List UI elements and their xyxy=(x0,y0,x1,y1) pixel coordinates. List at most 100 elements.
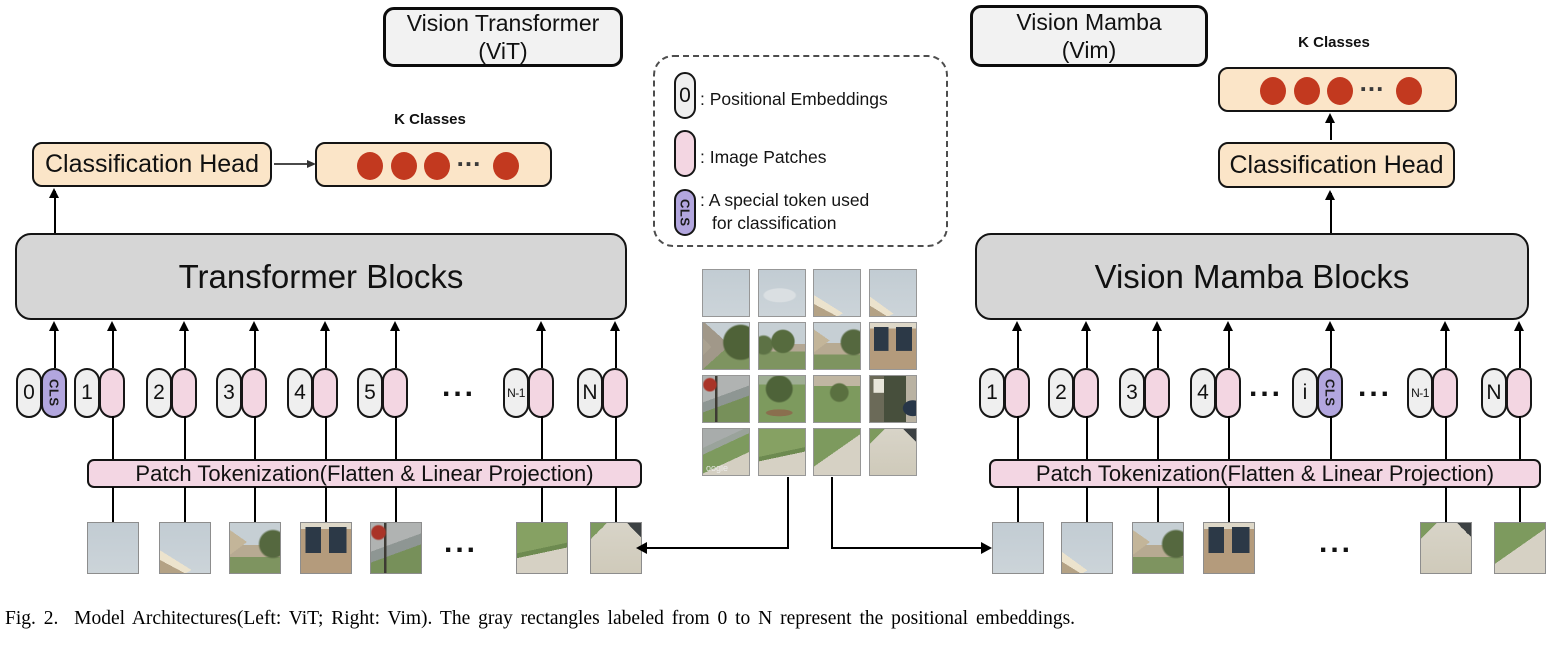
legend-positional-label: : Positional Embeddings xyxy=(700,89,888,109)
class-dot xyxy=(1327,77,1353,105)
patch-feed-line xyxy=(325,487,327,522)
token-input-arrowhead xyxy=(1081,321,1091,331)
positional-embedding-label: N xyxy=(582,381,598,404)
token-source-line xyxy=(1157,416,1159,459)
positional-embedding-pill: N xyxy=(1481,368,1507,418)
token-source-line xyxy=(541,416,543,459)
vim-token-pair: N xyxy=(1481,368,1532,418)
token-input-line xyxy=(325,330,327,368)
source-image-cell-sky-clouds xyxy=(758,269,806,317)
cls-label: CLS xyxy=(46,379,62,407)
image-feed-hline xyxy=(832,547,981,549)
positional-embedding-pill: 2 xyxy=(1048,368,1074,418)
vim-k-classes-label: K Classes xyxy=(1298,34,1370,51)
image-patch-thumbnail-grass-sidewalk-2 xyxy=(1494,522,1546,574)
vim-token-pair: i CLS xyxy=(1292,368,1343,418)
image-patch-thumbnail-brick-windows xyxy=(300,522,352,574)
source-image-cell-lawn-trees xyxy=(758,375,806,423)
token-input-line xyxy=(1445,330,1447,368)
image-patch-thumbnail-brick-windows xyxy=(1203,522,1255,574)
positional-embedding-pill: N-1 xyxy=(503,368,529,418)
token-input-line xyxy=(395,330,397,368)
image-feed-arrowhead xyxy=(981,542,992,554)
patch-feed-line xyxy=(541,487,543,522)
token-source-line xyxy=(112,416,114,459)
vim-token-row-ellipsis: ... xyxy=(1248,370,1283,403)
positional-embedding-label: 2 xyxy=(153,381,165,404)
positional-embedding-pill: N-1 xyxy=(1407,368,1433,418)
cls-label: CLS xyxy=(1322,379,1338,407)
image-patch-thumbnail-sidewalk-corner xyxy=(1420,522,1472,574)
vit-token-pair: 1 xyxy=(74,368,125,418)
head-to-kclasses-arrowhead xyxy=(307,159,316,168)
positional-embedding-label: 4 xyxy=(294,381,306,404)
token-input-arrowhead xyxy=(107,321,117,331)
patch-feed-line xyxy=(1157,487,1159,522)
source-image-cell-sky xyxy=(702,269,750,317)
source-image-cell-lawn-bushes xyxy=(813,375,861,423)
image-patch-thumbnail-sidewalk-corner xyxy=(590,522,642,574)
vit-patch-row-ellipsis: ... xyxy=(443,526,478,559)
class-dot xyxy=(1396,77,1422,105)
positional-embedding-pill: 1 xyxy=(979,368,1005,418)
vit-title-box: Vision Transformer (ViT) xyxy=(383,7,623,67)
token-input-line xyxy=(1519,330,1521,368)
token-input-arrowhead xyxy=(249,321,259,331)
image-patch-pill xyxy=(1004,368,1030,418)
vit-token-pair: 5 xyxy=(357,368,408,418)
vim-classification-head: Classification Head xyxy=(1218,142,1455,188)
token-source-line xyxy=(1086,416,1088,459)
vim-patch-tokenization: Patch Tokenization(Flatten & Linear Proj… xyxy=(989,459,1541,488)
source-image-cell-tree-houses xyxy=(758,322,806,370)
class-dot xyxy=(391,152,417,180)
source-image-cell-brick-windows xyxy=(869,322,917,370)
vim-token-pair: 3 xyxy=(1119,368,1170,418)
blocks-to-head-arrowhead xyxy=(1325,190,1335,200)
token-source-line xyxy=(615,416,617,459)
vim-title-box: Vision Mamba (Vim) xyxy=(970,5,1208,67)
class-dot xyxy=(424,152,450,180)
positional-embedding-label: 3 xyxy=(223,381,235,404)
token-input-line xyxy=(1017,330,1019,368)
token-source-line xyxy=(325,416,327,459)
positional-embedding-pill: 4 xyxy=(1190,368,1216,418)
class-dot xyxy=(1260,77,1286,105)
token-input-line xyxy=(1228,330,1230,368)
source-image-cell-house-car xyxy=(869,375,917,423)
token-source-line xyxy=(1017,416,1019,459)
image-patch-thumbnail-house-trees xyxy=(1132,522,1184,574)
vim-mamba-blocks: Vision Mamba Blocks xyxy=(975,233,1529,320)
patch-feed-line xyxy=(395,487,397,522)
image-patch-pill xyxy=(312,368,338,418)
image-patch-pill xyxy=(1506,368,1532,418)
vit-title-line1: Vision Transformer xyxy=(406,10,600,36)
positional-embedding-label: 2 xyxy=(1055,381,1067,404)
patch-feed-line xyxy=(254,487,256,522)
token-input-line xyxy=(1086,330,1088,368)
token-source-line xyxy=(254,416,256,459)
positional-embedding-pill: 4 xyxy=(287,368,313,418)
image-patch-pill xyxy=(602,368,628,418)
token-input-arrowhead xyxy=(390,321,400,331)
source-image-cell-street-grass-walk: oogle xyxy=(702,428,750,476)
image-patch-pill xyxy=(1432,368,1458,418)
vit-patch-tokenization: Patch Tokenization(Flatten & Linear Proj… xyxy=(87,459,642,488)
token-source-line xyxy=(395,416,397,459)
token-input-arrowhead xyxy=(320,321,330,331)
positional-embedding-pill: 3 xyxy=(1119,368,1145,418)
positional-embedding-pill: 3 xyxy=(216,368,242,418)
legend-box: 0 : Positional Embeddings : Image Patche… xyxy=(653,55,948,247)
source-image-cell-street-stop-sign xyxy=(702,375,750,423)
source-image-cell-grass-sidewalk xyxy=(758,428,806,476)
token-input-line xyxy=(254,330,256,368)
image-feed-vline xyxy=(831,477,833,549)
positional-embedding-pill: i xyxy=(1292,368,1318,418)
vit-token-row-ellipsis: ... xyxy=(441,370,476,403)
image-patch-pill xyxy=(99,368,125,418)
positional-embedding-pill: N xyxy=(577,368,603,418)
positional-embedding-label: i xyxy=(1302,381,1308,404)
figure-caption: Fig. 2. Model Architectures(Left: ViT; R… xyxy=(5,608,1076,629)
image-patch-pill xyxy=(1144,368,1170,418)
vim-token-pair: 2 xyxy=(1048,368,1099,418)
legend-image-patch-pill xyxy=(674,130,696,177)
